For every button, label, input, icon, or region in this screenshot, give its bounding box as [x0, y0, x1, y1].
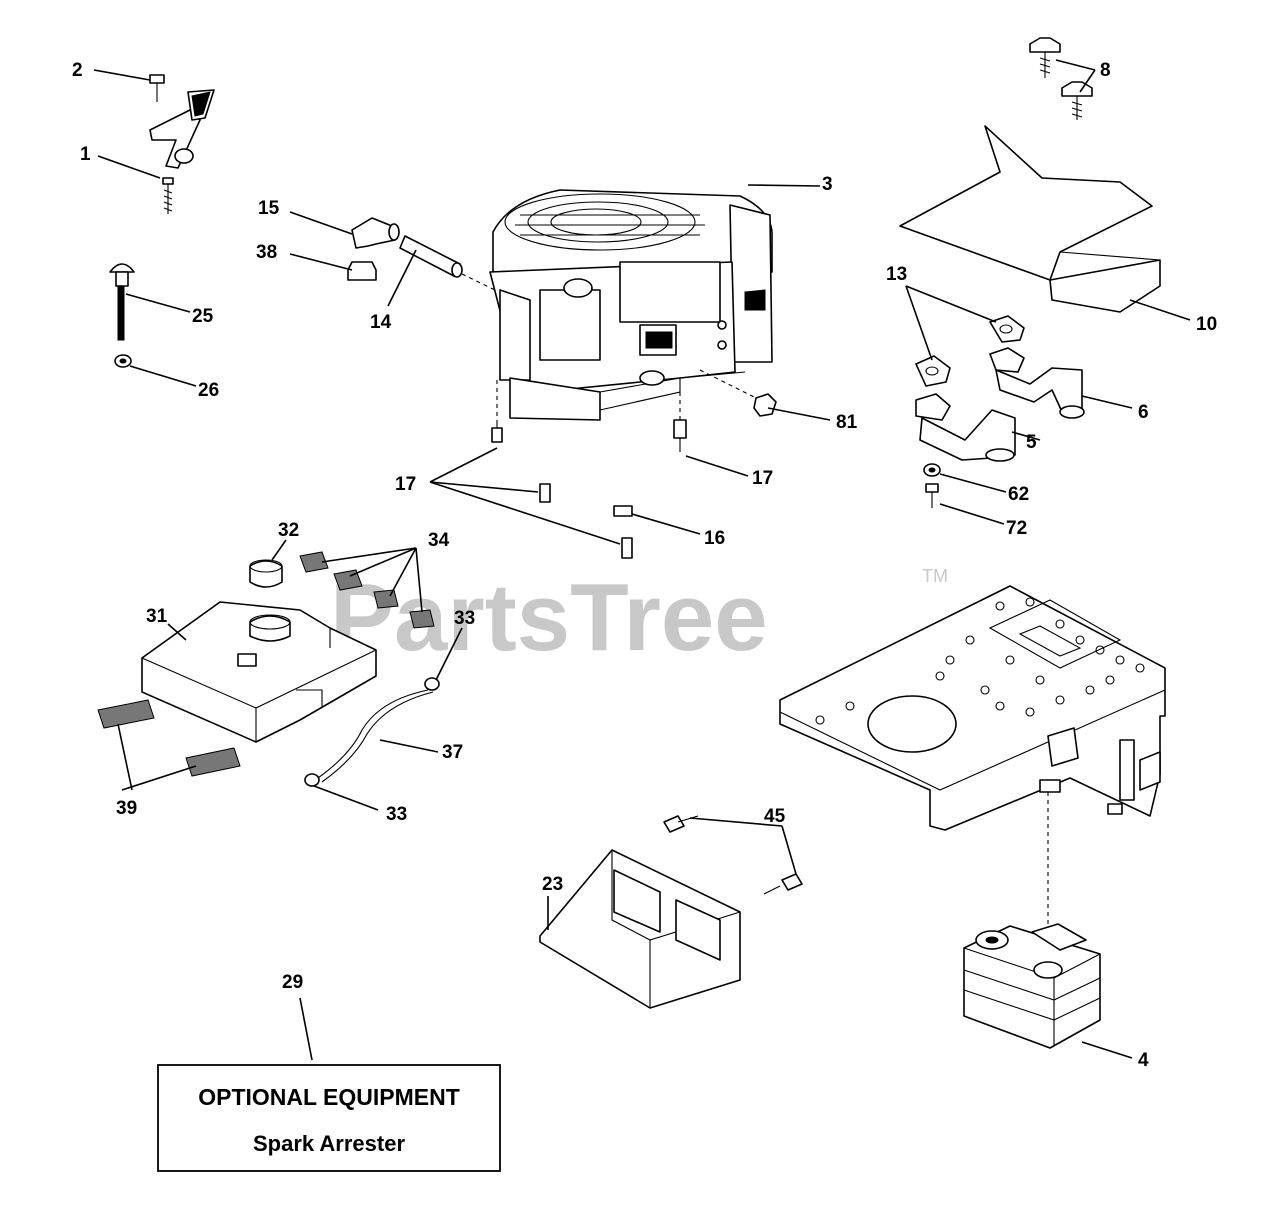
fuel-cap-part[interactable] — [249, 559, 283, 588]
pad-39-part[interactable] — [97, 699, 241, 777]
watermark-tm: TM — [922, 566, 948, 586]
engine-part[interactable] — [489, 189, 773, 421]
callout-17-left: 17 — [395, 474, 416, 495]
fuel-line-part[interactable] — [317, 689, 434, 783]
washer-16-part[interactable] — [613, 505, 633, 517]
callout-3: 3 — [822, 174, 833, 195]
callout-38: 38 — [256, 242, 277, 263]
shield-plate-part[interactable] — [539, 849, 741, 1009]
choke-knob-part[interactable] — [109, 263, 135, 368]
callout-23: 23 — [542, 874, 563, 895]
spark-arrester-label: Spark Arrester — [253, 1131, 405, 1156]
callout-37: 37 — [442, 742, 463, 763]
callout-2: 2 — [72, 60, 83, 81]
callout-16: 16 — [704, 528, 725, 549]
leader-lines — [93, 59, 1191, 1059]
screw-45-part[interactable] — [663, 815, 803, 895]
nut-part[interactable] — [347, 261, 377, 281]
callout-15: 15 — [258, 198, 280, 219]
washer-62-part[interactable] — [923, 463, 941, 477]
callout-17-right: 17 — [752, 468, 773, 489]
callout-5: 5 — [1026, 432, 1037, 453]
engine-mount-plate-part[interactable] — [779, 585, 1166, 930]
fuel-tank-part[interactable] — [141, 601, 377, 743]
callout-labels: 2 1 3 15 38 14 25 26 8 10 13 6 5 81 17 1… — [72, 60, 1217, 1071]
watermark: PartsTree TM — [330, 564, 948, 671]
callout-6: 6 — [1138, 402, 1149, 423]
watermark-text: PartsTree — [330, 564, 768, 671]
engine-bolt-part[interactable] — [491, 380, 687, 559]
leader-29 — [299, 997, 313, 1061]
gasket-13-part[interactable] — [915, 315, 1025, 387]
breather-tube-part[interactable] — [399, 235, 496, 291]
callout-25: 25 — [192, 306, 214, 327]
pad-34-part[interactable] — [299, 551, 435, 629]
exhaust-pipe-5-part[interactable] — [915, 393, 1016, 462]
callout-14: 14 — [370, 312, 392, 333]
optional-equipment-title: OPTIONAL EQUIPMENT — [198, 1084, 460, 1110]
callout-4: 4 — [1138, 1050, 1149, 1071]
callout-81: 81 — [836, 412, 858, 433]
callout-39: 39 — [116, 798, 137, 819]
callout-34: 34 — [428, 530, 450, 551]
callout-13: 13 — [886, 264, 907, 285]
callout-62: 62 — [1008, 484, 1029, 505]
muffler-part[interactable] — [963, 923, 1101, 1049]
callout-45: 45 — [764, 806, 786, 827]
callout-1: 1 — [80, 144, 91, 165]
callout-31: 31 — [146, 606, 168, 627]
nut-81-part[interactable] — [699, 369, 777, 417]
callout-33-top: 33 — [454, 608, 475, 629]
optional-equipment-box: OPTIONAL EQUIPMENT Spark Arrester — [157, 1064, 501, 1172]
clamp-33-part[interactable] — [304, 677, 440, 787]
screw-8-part[interactable] — [1029, 37, 1093, 120]
elbow-fitting-part[interactable] — [351, 217, 400, 249]
throttle-control-part[interactable] — [149, 74, 215, 214]
callout-26: 26 — [198, 380, 219, 401]
exhaust-pipe-6-part[interactable] — [989, 347, 1085, 419]
callout-32: 32 — [278, 520, 299, 541]
callout-8: 8 — [1100, 60, 1111, 81]
bolt-72-part[interactable] — [925, 483, 939, 508]
heat-shield-part[interactable] — [899, 125, 1161, 313]
callout-29: 29 — [282, 972, 303, 993]
callout-33-bottom: 33 — [386, 804, 407, 825]
callout-72: 72 — [1006, 518, 1027, 539]
callout-10: 10 — [1196, 314, 1217, 335]
